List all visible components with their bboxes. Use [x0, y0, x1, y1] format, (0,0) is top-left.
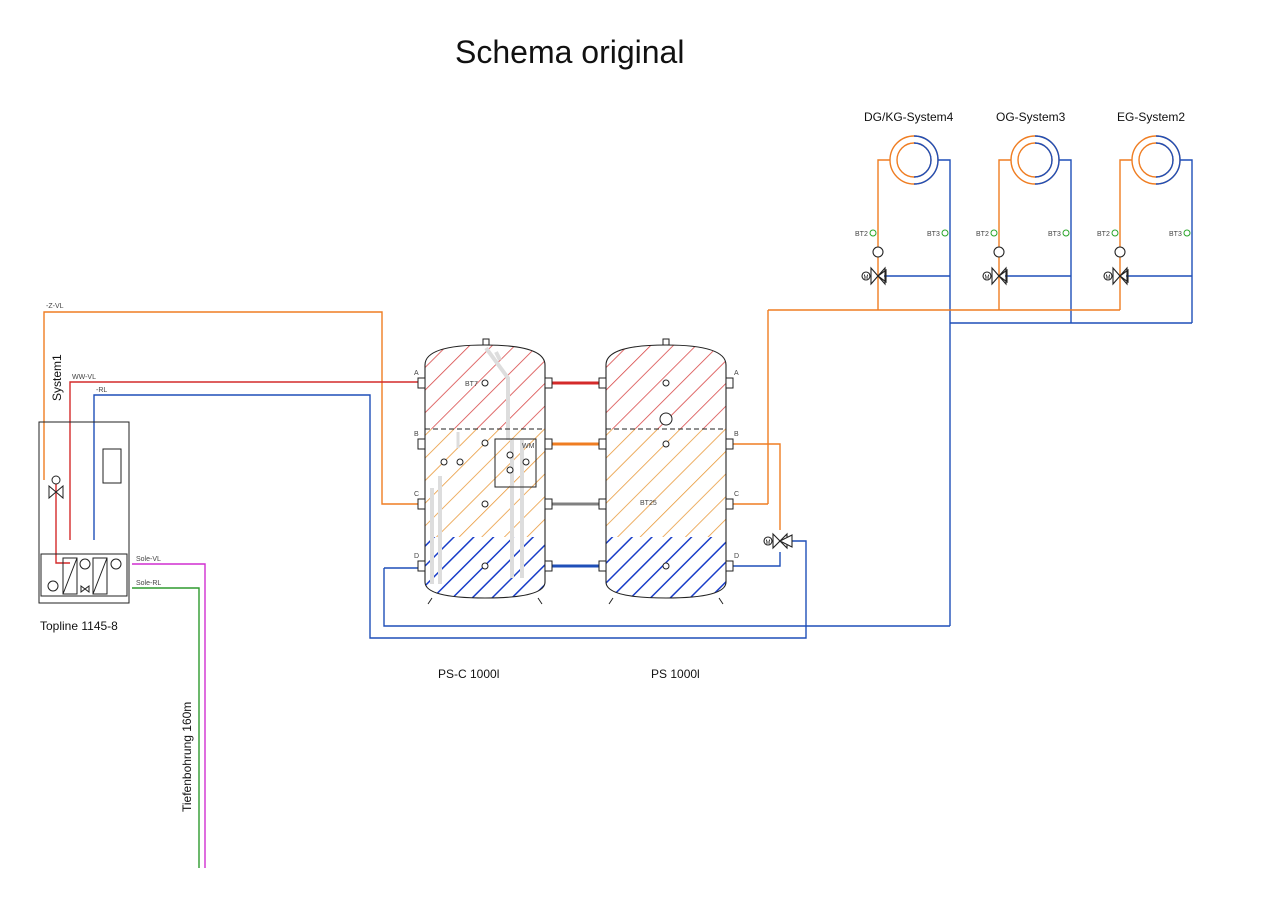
svg-text:M: M: [864, 275, 869, 281]
sensor-bt3-s4: BT3: [927, 231, 940, 238]
tank-ps-label: PS 1000l: [651, 667, 700, 681]
pipe-label-rl: -RL: [96, 387, 107, 394]
svg-text:B: B: [734, 431, 739, 438]
svg-text:C: C: [734, 491, 739, 498]
hp-pump-icon: [110, 558, 122, 570]
wm-heat-exchanger: [494, 438, 537, 488]
sensors: BT2 BT3 BT2 BT3 BT2 BT3: [855, 229, 1191, 238]
pipe-label-sole-rl: Sole-RL: [136, 580, 161, 587]
sensor-bt3-s3: BT3: [1048, 231, 1061, 238]
pump-icon-s4: [872, 246, 884, 258]
radiator-system2: [1131, 135, 1181, 185]
sensor-bt2-s2: BT2: [1097, 231, 1110, 238]
svg-text:A: A: [734, 370, 739, 377]
system4-label: DG/KG-System4: [864, 110, 954, 124]
supply-header: [767, 309, 1120, 504]
mixing-valve-icon-s2: [1112, 266, 1129, 286]
svg-text:D: D: [734, 553, 739, 560]
tank-ps: A B C D BT25: [598, 338, 739, 605]
diagram-title: Schema original: [455, 34, 684, 70]
heat-pump-display: [102, 448, 122, 484]
hp-switch-valve-icon: [48, 484, 64, 500]
radiator-system3: [1010, 135, 1060, 185]
pump-icon-s3: [993, 246, 1005, 258]
svg-text:D: D: [414, 553, 419, 560]
radiator-system4: [889, 135, 939, 185]
pump-icon-s2: [1114, 246, 1126, 258]
pipe-label-z-vl: -Z-VL: [46, 303, 64, 310]
svg-text:B: B: [414, 431, 419, 438]
system2-label: EG-System2: [1117, 110, 1185, 124]
brine-pump-icon: [47, 580, 59, 592]
system1-label: System1: [50, 354, 64, 401]
svg-text:C: C: [414, 491, 419, 498]
system3-label: OG-System3: [996, 110, 1066, 124]
circuit-pumps-valves: M M M: [861, 246, 1129, 286]
compressor-icon: [79, 558, 91, 570]
tank-ps-c-label: PS-C 1000l: [438, 667, 499, 681]
mixing-valve-icon-s3: [991, 266, 1008, 286]
svg-text:M: M: [1106, 275, 1111, 281]
pipe-label-ww-vl: WW-VL: [72, 374, 96, 381]
sensor-bt2-s4: BT2: [855, 231, 868, 238]
primary-pipes: [43, 311, 950, 868]
sensor-bt7: BT7: [465, 381, 478, 388]
pipe-label-sole-vl: Sole-VL: [136, 556, 161, 563]
heat-pump-name: Topline 1145-8: [40, 619, 118, 633]
wm-label: WM: [522, 443, 535, 450]
sensor-bt3-s2: BT3: [1169, 231, 1182, 238]
tank-ps-c: A B C D BT7 WM: [414, 338, 553, 605]
svg-text:M: M: [985, 275, 990, 281]
sensor-bt2-s3: BT2: [976, 231, 989, 238]
heat-pump-unit: [38, 421, 130, 604]
mixing-valve-icon-s4: [870, 266, 887, 286]
svg-text:M: M: [766, 540, 771, 546]
borehole-label: Tiefenbohrung 160m: [180, 702, 194, 812]
return-mixing-valve-icon: M: [763, 532, 793, 550]
sensor-bt25: BT25: [640, 500, 657, 507]
heating-circuits: DG/KG-System4 OG-System3 EG-System2: [767, 110, 1193, 626]
svg-text:A: A: [414, 370, 419, 377]
